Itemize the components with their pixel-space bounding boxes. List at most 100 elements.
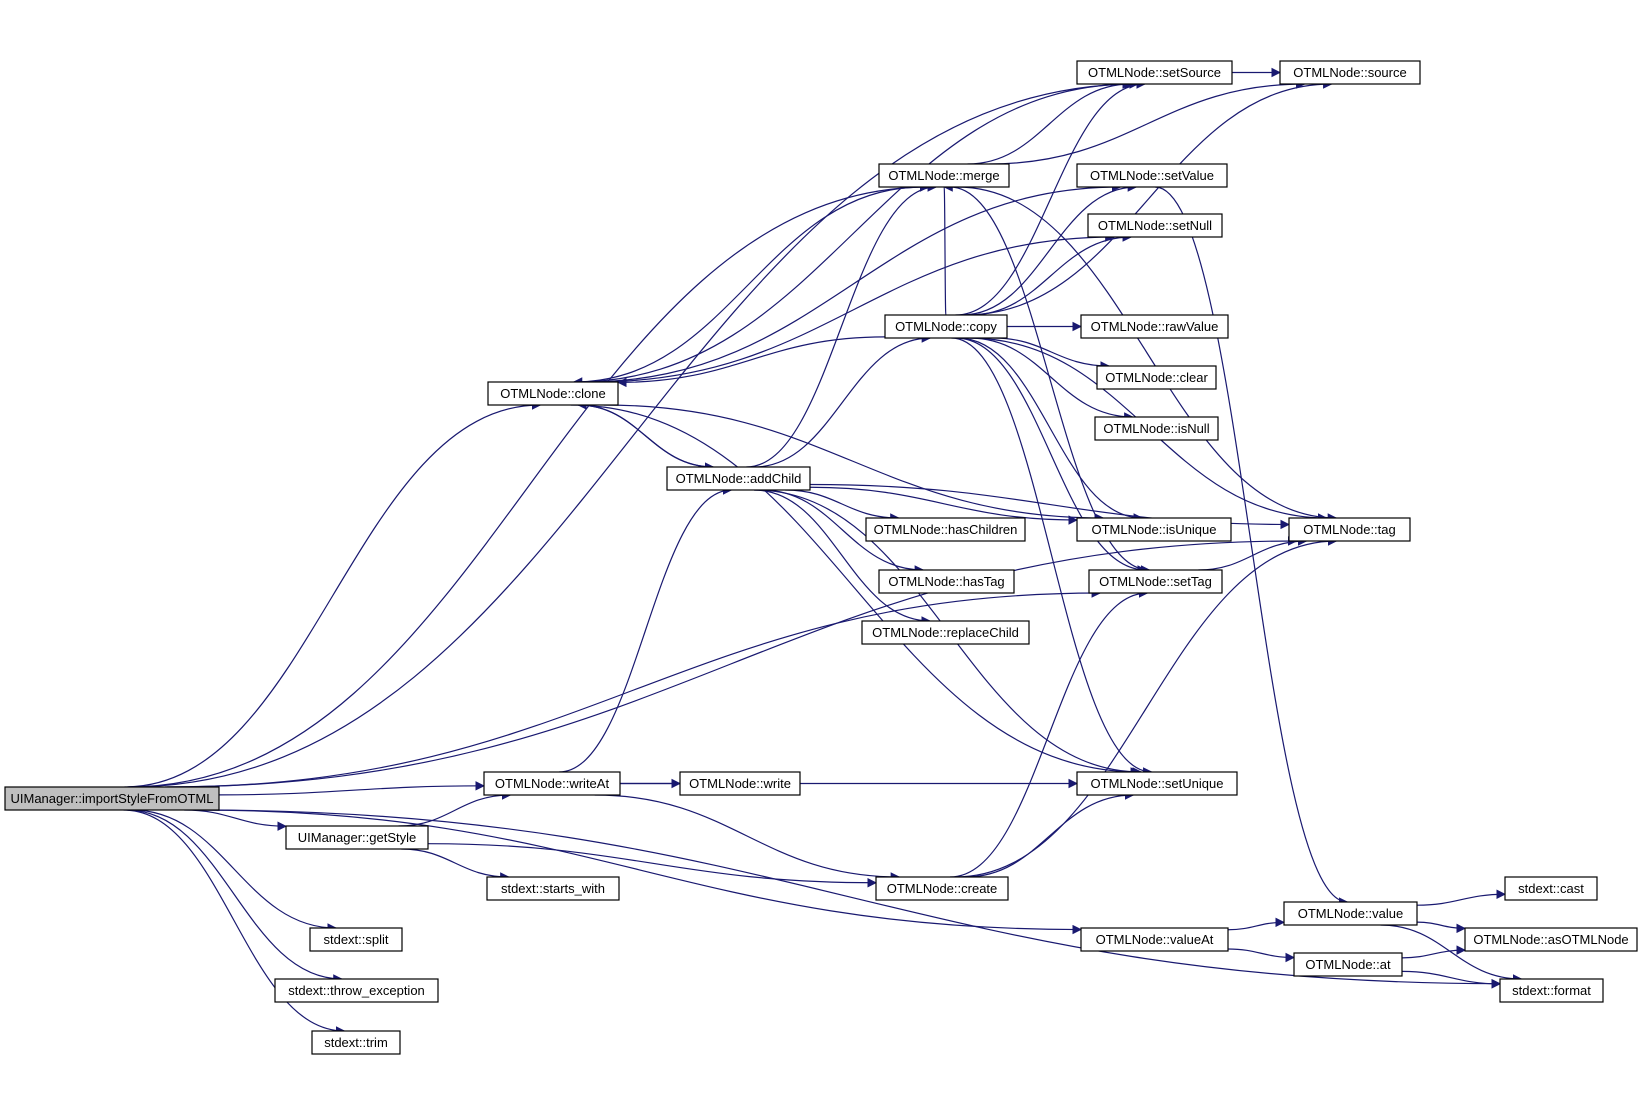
edge-root-to-split	[131, 809, 338, 933]
node-label: OTMLNode::source	[1293, 65, 1406, 80]
node-label: OTMLNode::setNull	[1098, 218, 1212, 233]
edge-create-to-setUnique	[965, 790, 1135, 878]
node-label: OTMLNode::clone	[500, 386, 606, 401]
node-throw_exception[interactable]: stdext::throw_exception	[274, 978, 439, 1003]
node-write[interactable]: OTMLNode::write	[679, 771, 801, 796]
node-isNull[interactable]: OTMLNode::isNull	[1094, 416, 1219, 441]
node-hasTag[interactable]: OTMLNode::hasTag	[878, 569, 1015, 594]
edge-copy-to-setNull	[969, 232, 1133, 316]
node-label: stdext::cast	[1518, 881, 1584, 896]
node-label: OTMLNode::addChild	[676, 471, 802, 486]
node-box	[666, 466, 811, 491]
edge-clone-to-isUnique	[603, 404, 1105, 523]
node-clone[interactable]: OTMLNode::clone	[487, 381, 619, 406]
node-box	[1293, 952, 1403, 977]
node-box	[1080, 314, 1229, 339]
edge-addChild-to-merge	[746, 182, 938, 468]
node-valueAt[interactable]: OTMLNode::valueAt	[1080, 927, 1229, 952]
node-setTag[interactable]: OTMLNode::setTag	[1088, 569, 1223, 594]
node-label: OTMLNode::hasTag	[888, 574, 1004, 589]
node-value[interactable]: OTMLNode::value	[1283, 901, 1418, 926]
node-label: OTMLNode::valueAt	[1096, 932, 1214, 947]
edge-merge-to-setTag	[949, 186, 1151, 575]
node-box	[878, 163, 1010, 188]
node-source[interactable]: OTMLNode::source	[1279, 60, 1421, 85]
edge-merge-to-source	[989, 79, 1306, 165]
edge-copy-to-clear	[993, 337, 1110, 371]
edge-root-to-valueAt	[197, 809, 1082, 935]
node-label: stdext::throw_exception	[288, 983, 425, 998]
edge-root-to-throw_exception	[126, 809, 343, 984]
node-setUnique[interactable]: OTMLNode::setUnique	[1076, 771, 1238, 796]
edge-root-to-writeAt	[218, 781, 485, 796]
node-root[interactable]: UIManager::importStyleFromOTML	[4, 786, 220, 811]
node-label: OTMLNode::rawValue	[1091, 319, 1219, 334]
node-box	[878, 569, 1015, 594]
edge-root-to-clone	[124, 400, 542, 788]
edge-copy-to-isNull	[969, 337, 1134, 422]
edge-copy-to-clone	[617, 336, 886, 388]
edge-getStyle-to-starts_with	[401, 848, 510, 882]
node-format[interactable]: stdext::format	[1499, 978, 1604, 1003]
node-replaceChild[interactable]: OTMLNode::replaceChild	[861, 620, 1030, 645]
node-label: OTMLNode::setSource	[1088, 65, 1221, 80]
edge-root-to-trim	[123, 809, 346, 1036]
edge-addChild-to-replaceChild	[753, 489, 932, 626]
edge-copy-to-merge	[943, 183, 954, 316]
node-getStyle[interactable]: UIManager::getStyle	[285, 825, 429, 850]
node-label: OTMLNode::write	[689, 776, 791, 791]
node-box	[1088, 569, 1223, 594]
node-isUnique[interactable]: OTMLNode::isUnique	[1076, 517, 1232, 542]
node-box	[274, 978, 439, 1003]
edge-merge-to-setSource	[967, 79, 1132, 165]
node-label: OTMLNode::asOTMLNode	[1473, 932, 1628, 947]
edge-clone-to-setNull	[594, 232, 1115, 383]
node-box	[309, 927, 403, 952]
edge-copy-to-setSource	[955, 79, 1147, 316]
node-at[interactable]: OTMLNode::at	[1293, 952, 1403, 977]
edge-clone-to-setUnique	[570, 404, 1141, 777]
node-label: OTMLNode::tag	[1303, 522, 1396, 537]
node-box	[4, 786, 220, 811]
node-writeAt[interactable]: OTMLNode::writeAt	[483, 771, 621, 796]
node-label: OTMLNode::setValue	[1090, 168, 1214, 183]
edge-writeAt-to-addChild	[559, 485, 733, 773]
node-box	[1504, 876, 1598, 901]
node-split[interactable]: stdext::split	[309, 927, 403, 952]
edge-copy-to-isUnique	[957, 337, 1144, 523]
edge-addChild-to-clone	[577, 400, 714, 468]
node-tag[interactable]: OTMLNode::tag	[1288, 517, 1411, 542]
edge-value-to-format	[1380, 924, 1523, 984]
node-setSource[interactable]: OTMLNode::setSource	[1076, 60, 1233, 85]
node-merge[interactable]: OTMLNode::merge	[878, 163, 1010, 188]
node-create[interactable]: OTMLNode::create	[875, 876, 1009, 901]
edge-root-to-setSource	[128, 79, 1139, 788]
node-hasChildren[interactable]: OTMLNode::hasChildren	[865, 517, 1026, 542]
node-label: stdext::trim	[324, 1035, 388, 1050]
node-box	[1094, 416, 1219, 441]
node-trim[interactable]: stdext::trim	[311, 1030, 401, 1055]
node-clear[interactable]: OTMLNode::clear	[1096, 365, 1217, 390]
node-copy[interactable]: OTMLNode::copy	[884, 314, 1008, 339]
node-label: OTMLNode::copy	[895, 319, 997, 334]
node-setValue[interactable]: OTMLNode::setValue	[1076, 163, 1228, 188]
node-label: OTMLNode::setUnique	[1091, 776, 1224, 791]
node-setNull[interactable]: OTMLNode::setNull	[1087, 213, 1223, 238]
edge-merge-to-clone	[572, 186, 924, 387]
node-label: OTMLNode::value	[1298, 906, 1404, 921]
node-label: OTMLNode::merge	[888, 168, 999, 183]
function-nodes: UIManager::importStyleFromOTMLOTMLNode::…	[4, 60, 1638, 1055]
node-asOTMLNode[interactable]: OTMLNode::asOTMLNode	[1464, 927, 1638, 952]
edge-getStyle-to-create	[427, 843, 877, 888]
node-addChild[interactable]: OTMLNode::addChild	[666, 466, 811, 491]
node-cast[interactable]: stdext::cast	[1504, 876, 1598, 901]
node-starts_with[interactable]: stdext::starts_with	[486, 876, 620, 901]
edge-clone-to-setSource	[574, 79, 1134, 383]
node-box	[1288, 517, 1411, 542]
edge-copy-to-setTag	[955, 337, 1148, 575]
node-rawValue[interactable]: OTMLNode::rawValue	[1080, 314, 1229, 339]
node-box	[1279, 60, 1421, 85]
node-box	[1080, 927, 1229, 952]
edge-create-to-tag	[955, 536, 1338, 878]
edge-root-to-getStyle	[184, 809, 287, 831]
